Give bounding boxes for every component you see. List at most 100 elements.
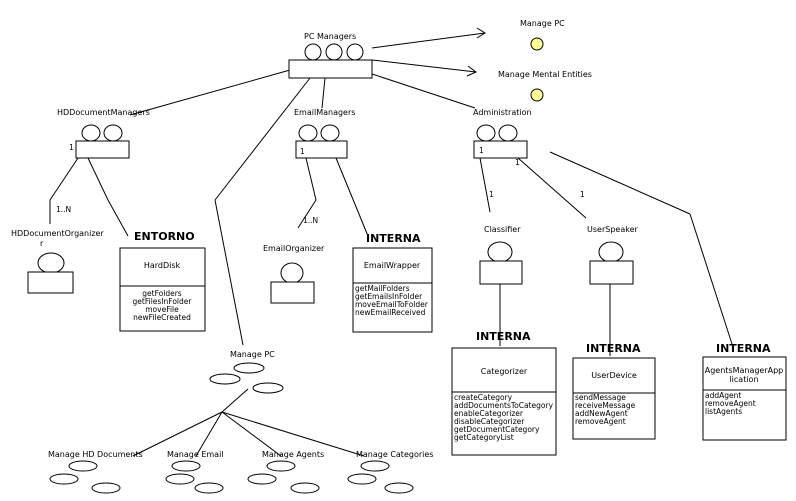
userdevice-op: addNewAgent — [575, 409, 628, 418]
harddisk-op: getFolders — [142, 289, 181, 298]
harddisk-name: HardDisk — [144, 261, 181, 270]
categorizer-name: Categorizer — [481, 367, 528, 376]
categorizer-op: enableCategorizer — [454, 409, 524, 418]
env-label-interna: INTERNA — [366, 232, 421, 245]
email-organizer-name: EmailOrganizer — [263, 244, 325, 253]
task-ellipse — [49, 473, 79, 485]
task-leaf-label: Manage Categories — [356, 450, 433, 459]
pc-managers-box — [288, 59, 373, 79]
agent-head-icon — [320, 124, 340, 142]
task-leaf-label: Manage Agents — [262, 450, 324, 459]
classifier-name: Classifier — [484, 225, 521, 234]
emailwrapper-op: getMailFolders — [355, 284, 410, 293]
agentsmanagerapp-name: AgentsManagerApp — [705, 366, 784, 375]
categorizer-op: createCategory — [454, 393, 513, 402]
emailwrapper-name: EmailWrapper — [364, 261, 421, 270]
emailwrapper-op: getEmailsInFolder — [355, 292, 423, 301]
goal-icon — [530, 37, 544, 51]
categorizer-op: disableCategorizer — [454, 417, 525, 426]
agentsmanagerapp-resource: INTERNA AgentsManagerApp lication addAge… — [702, 342, 787, 441]
userdevice-op: removeAgent — [575, 417, 626, 426]
task-ellipse — [290, 482, 320, 494]
multiplicity-label: 1 — [489, 190, 494, 199]
userspeaker-box — [589, 260, 634, 285]
harddisk-op: getFilesInFolder — [133, 297, 193, 306]
hd-organizer-name-tail: r — [40, 239, 44, 248]
agent-head-icon — [346, 43, 364, 61]
task-leaf-label: Manage HD Documents — [48, 450, 143, 459]
task-ellipse — [252, 382, 284, 394]
multiplicity-label: 1..N — [56, 205, 71, 214]
task-ellipse — [209, 373, 241, 385]
email-organizer-box — [270, 281, 315, 304]
emailwrapper-op: moveEmailToFolder — [355, 300, 429, 309]
agent-head-icon — [298, 124, 318, 142]
pc-managers-group: PC Managers — [288, 32, 373, 79]
harddisk-op: moveFile — [145, 305, 179, 314]
userdevice-resource: INTERNA UserDevice sendMessage receiveMe… — [572, 342, 656, 440]
connector-lines — [49, 27, 733, 457]
userdevice-op: sendMessage — [575, 393, 626, 402]
hd-organizer-box — [27, 271, 74, 294]
multiplicity-label: 1 — [580, 190, 585, 199]
userspeaker-name: UserSpeaker — [587, 225, 638, 234]
task-ellipse — [360, 460, 390, 472]
categorizer-box — [451, 347, 557, 456]
multiplicity-label: 1 — [300, 147, 305, 156]
agentsmanagerapp-name-tail: lication — [729, 375, 758, 384]
harddisk-op: newFileCreated — [133, 313, 191, 322]
task-ellipse — [233, 362, 265, 374]
goals: Manage PC Manage Mental Entities — [498, 19, 592, 102]
task-ellipse — [165, 473, 195, 485]
administration-title: Administration — [473, 108, 532, 117]
hd-document-managers-group: HDDocumentManagers 1 1..N HDDocumentOrga… — [11, 108, 206, 332]
goal-label-manage-mental-entities: Manage Mental Entities — [498, 70, 592, 79]
multiplicity-label: 1..N — [303, 216, 318, 225]
env-label-entorno: ENTORNO — [134, 230, 195, 243]
hd-managers-title: HDDocumentManagers — [57, 108, 150, 117]
categorizer-op: addDocumentsToCategory — [454, 401, 554, 410]
emailwrapper-op: newEmailReceived — [355, 308, 426, 317]
email-managers-group: EmailManagers 1 1..N EmailOrganizer INTE… — [263, 108, 433, 333]
env-label-interna: INTERNA — [586, 342, 641, 355]
hd-managers-box — [75, 140, 130, 159]
task-ellipse — [247, 473, 277, 485]
env-label-interna: INTERNA — [716, 342, 771, 355]
categorizer-op: getDocumentCategory — [454, 425, 540, 434]
goal-icon — [530, 88, 544, 102]
multiplicity-label: 1 — [479, 146, 484, 155]
task-ellipse — [194, 482, 224, 494]
task-ellipse — [171, 460, 201, 472]
agentsmanagerapp-op: removeAgent — [705, 399, 756, 408]
harddisk-resource-box — [119, 247, 206, 332]
task-ellipse — [68, 460, 98, 472]
pc-managers-title: PC Managers — [304, 32, 356, 41]
agent-head-icon — [81, 124, 101, 142]
administration-group: Administration 1 1 1 1 Classifier UserSp… — [473, 108, 638, 285]
hd-organizer-name: HDDocumentOrganizer — [11, 229, 104, 238]
task-tree: Manage PC Manage HD Documents Manage Ema… — [48, 350, 433, 494]
agent-head-icon — [304, 43, 322, 61]
userdevice-box — [572, 357, 656, 440]
email-managers-box — [295, 140, 348, 159]
task-ellipse — [266, 460, 296, 472]
agent-head-icon — [498, 124, 518, 142]
userdevice-name: UserDevice — [591, 371, 637, 380]
emailwrapper-resource-box — [352, 247, 433, 333]
agentsmanagerapp-op: addAgent — [705, 391, 741, 400]
env-label-interna: INTERNA — [476, 330, 531, 343]
task-ellipse — [347, 473, 377, 485]
task-ellipse — [91, 482, 121, 494]
agent-head-icon — [325, 43, 343, 61]
agent-head-icon — [487, 241, 513, 263]
administration-box — [473, 140, 528, 159]
multiplicity-label: 1 — [515, 158, 520, 167]
email-managers-title: EmailManagers — [294, 108, 355, 117]
agent-head-icon — [598, 241, 624, 263]
agent-head-icon — [103, 124, 123, 142]
task-ellipse — [384, 482, 414, 494]
classifier-box — [479, 260, 523, 285]
task-leaf-label: Manage Email — [167, 450, 224, 459]
categorizer-op: getCategoryList — [454, 433, 514, 442]
